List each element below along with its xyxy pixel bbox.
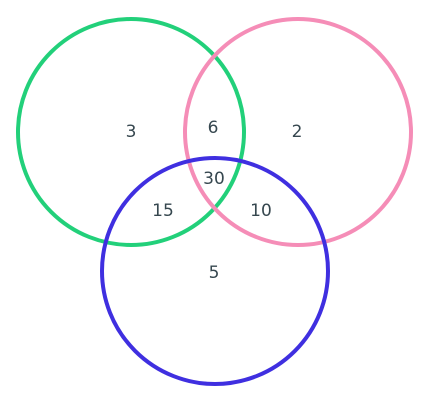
- region-a-and-b-label: 6: [208, 118, 219, 138]
- set-a-circle: [16, 17, 246, 247]
- set-c-circle: [100, 156, 330, 386]
- region-a-and-c-label: 15: [152, 201, 174, 221]
- set-b-circle: [183, 17, 413, 247]
- region-b-and-c-label: 10: [250, 201, 272, 221]
- region-only-b-label: 2: [292, 122, 303, 142]
- region-only-a-label: 3: [126, 122, 137, 142]
- region-all-three-label: 30: [203, 169, 225, 189]
- region-only-c-label: 5: [209, 263, 220, 283]
